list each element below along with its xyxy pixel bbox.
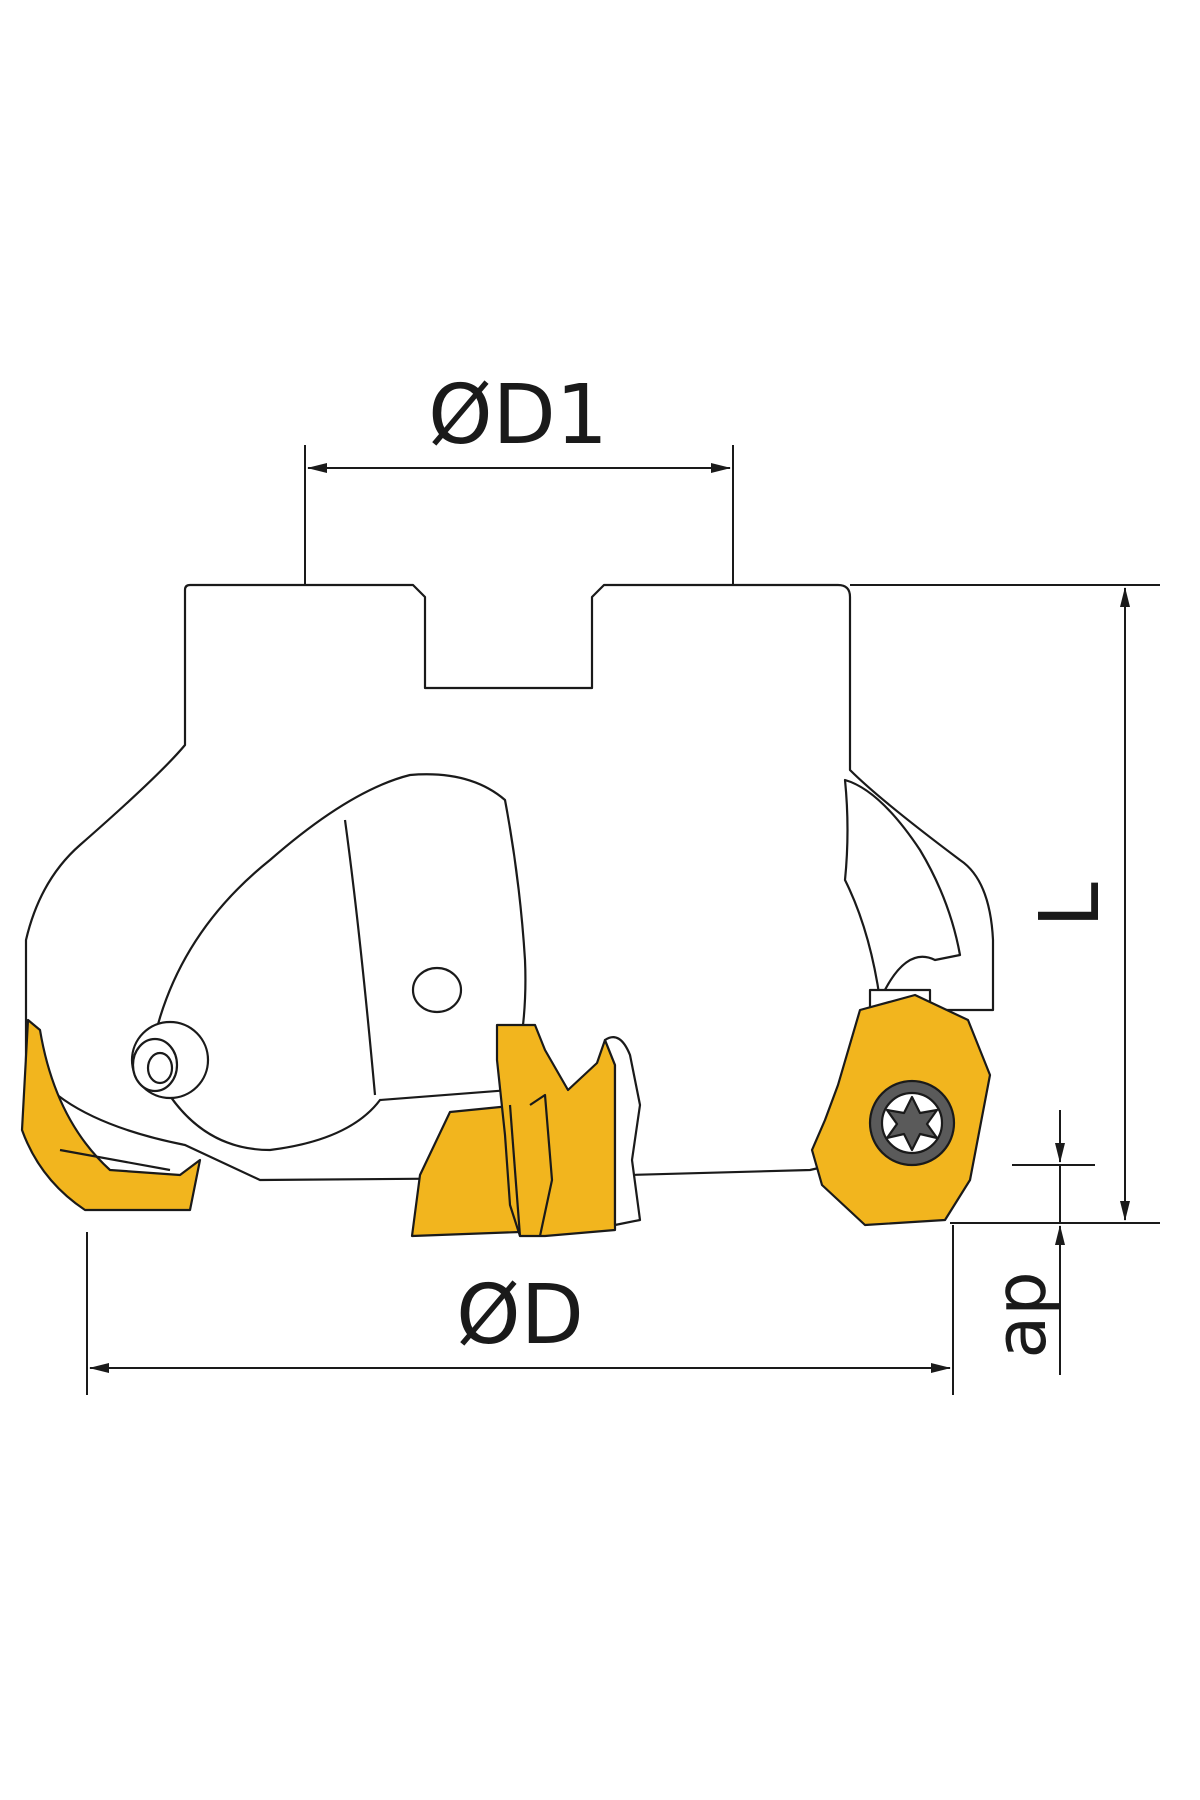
cutter-diameter-label: ØD (456, 1268, 584, 1363)
center-insert-flank (603, 1036, 642, 1227)
coolant-hole (411, 966, 463, 1014)
right-chip-pocket (843, 778, 962, 1002)
overall-length-label: L (1023, 882, 1118, 928)
dimension-labels: ØD1 ØD L ap (428, 368, 1118, 1363)
depth-of-cut-label: ap (980, 1271, 1062, 1358)
cutter-body (24, 583, 995, 1182)
left-insert (20, 1018, 202, 1212)
dimension-lines (86, 445, 1160, 1395)
torx-icon (885, 1095, 939, 1152)
chip-pocket (148, 773, 527, 1152)
cutting-inserts (20, 993, 992, 1238)
bore-diameter-label: ØD1 (428, 368, 608, 463)
